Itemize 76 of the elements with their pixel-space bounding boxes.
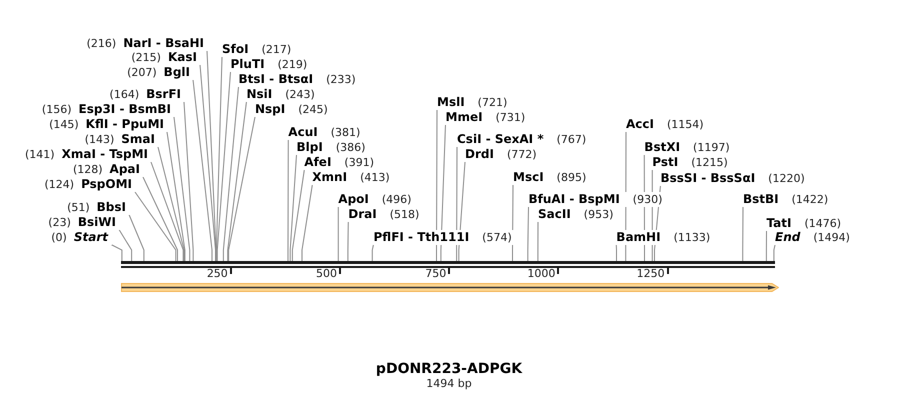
leader-line [456,146,458,262]
enzyme-site-label: PstI (1215) [651,155,730,170]
enzyme-site-label: AccI (1154) [625,117,706,132]
enzyme-site-label: MslI (721) [436,95,510,110]
leader-line [440,124,446,262]
leader-line [222,86,239,262]
enzyme-site-label: BfuAI - BspMI (930) [528,192,664,207]
enzyme-site-label: NspI (245) [254,102,330,117]
leader-line [537,222,538,262]
enzyme-site-label: DrdI (772) [464,147,539,162]
enzyme-site-label: ApoI (496) [337,192,414,207]
leader-line [142,176,178,262]
sequence-end-label: End (1494) [774,230,852,245]
enzyme-site-label: AcuI (381) [287,125,362,140]
leader-line [227,101,247,262]
leader-line [110,244,122,262]
enzyme-site-label: MmeI (731) [444,110,528,124]
leader-line [192,79,212,262]
leader-line [288,140,289,262]
dna-backbone [121,261,775,268]
enzyme-site-label: XmnI (413) [311,170,392,185]
leader-line [616,244,617,262]
leader-line [766,230,767,262]
enzyme-site-label: (23) BsiWI [47,214,120,230]
leader-line [292,170,305,262]
leader-line [216,56,222,262]
enzyme-site-label: PluTI (219) [230,57,310,72]
enzyme-site-label: (51) BbsI [66,200,130,214]
scale-number: 1000 [527,267,556,281]
leader-line [527,206,529,262]
enzyme-site-label: (128) ApaI [72,162,144,177]
leader-line [773,244,776,262]
leader-line [158,146,185,262]
enzyme-site-label: NsiI (243) [246,86,317,102]
enzyme-site-label: BtsI - BtsαI (233) [238,72,358,87]
leader-line [216,72,231,262]
leader-line [118,229,132,262]
enzyme-site-label: (141) XmaI - TspMI [24,147,152,162]
leader-line [150,162,184,262]
enzyme-site-label: (143) SmaI [84,132,159,147]
enzyme-site-label: BstBI (1422) [742,192,830,207]
leader-line [372,244,374,262]
map-title: pDONR223-ADPGK [376,361,522,377]
enzyme-site-label: BstXI (1197) [643,140,732,155]
enzyme-site-label: BssSI - BssSαI (1220) [660,170,807,186]
scale-number: 250 [206,267,228,281]
enzyme-site-label: MscI (895) [512,170,588,185]
enzyme-site-label: CsiI - SexAI * (767) [456,132,588,147]
enzyme-site-label: (145) KflI - PpuMI [48,117,168,132]
scale-number: 1250 [636,267,665,281]
leader-line [436,110,438,262]
enzyme-site-label: (124) PspOMI [43,177,136,192]
leader-line [134,192,176,262]
leader-line [174,116,190,262]
enzyme-site-label: SacII (953) [537,207,616,222]
sequence-length: 1494 bp [426,377,472,390]
leader-line [302,184,313,262]
enzyme-site-label: AfeI (391) [303,155,376,170]
leader-line [184,102,194,262]
leader-line [200,64,216,262]
sequence-end-label: (0) Start [50,230,112,244]
leader-line [290,154,297,262]
leader-line [742,206,744,262]
scale-number: 750 [425,267,446,281]
leader-line [347,222,349,262]
enzyme-site-label: BlpI (386) [296,140,368,155]
enzyme-site-label: DraI (518) [347,207,422,222]
leader-line [166,132,186,262]
enzyme-site-label: PflFI - Tth111I (574) [372,230,514,244]
enzyme-site-label: BamHI (1133) [615,230,712,245]
scale-number: 500 [316,267,337,281]
leader-line [228,116,256,262]
enzyme-site-label: SfoI (217) [221,42,294,57]
enzyme-site-label: TatI (1476) [766,216,844,230]
leader-line [128,214,144,262]
leader-line [338,206,339,262]
